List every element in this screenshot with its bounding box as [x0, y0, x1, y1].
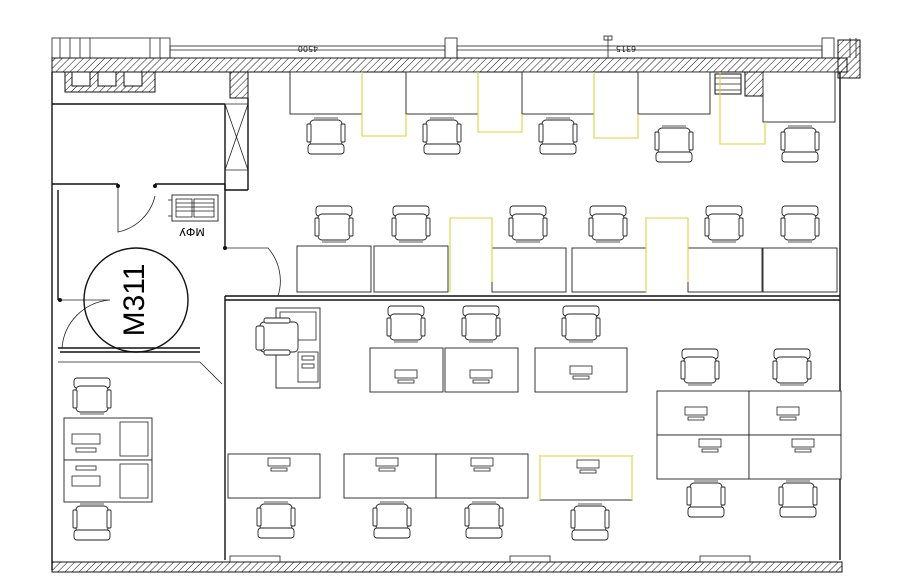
top-wall	[51, 39, 861, 99]
manager-desk	[255, 307, 321, 389]
mfu-printer: МФУ	[168, 194, 219, 238]
room-label: M311	[118, 264, 151, 337]
desk-block-right	[656, 348, 842, 518]
door-swings	[58, 184, 281, 349]
desk-block-left	[63, 377, 153, 541]
desk-row-3	[369, 305, 628, 393]
room-tag: M311	[83, 247, 189, 353]
dimension-4500: 4500	[298, 44, 318, 53]
dimension-6315: 6315	[616, 44, 636, 53]
desk-row-1	[289, 71, 836, 163]
mfu-label: МФУ	[179, 225, 205, 238]
desk-row-2	[296, 205, 838, 293]
desk-row-4	[227, 453, 633, 541]
window-frames	[51, 35, 857, 59]
